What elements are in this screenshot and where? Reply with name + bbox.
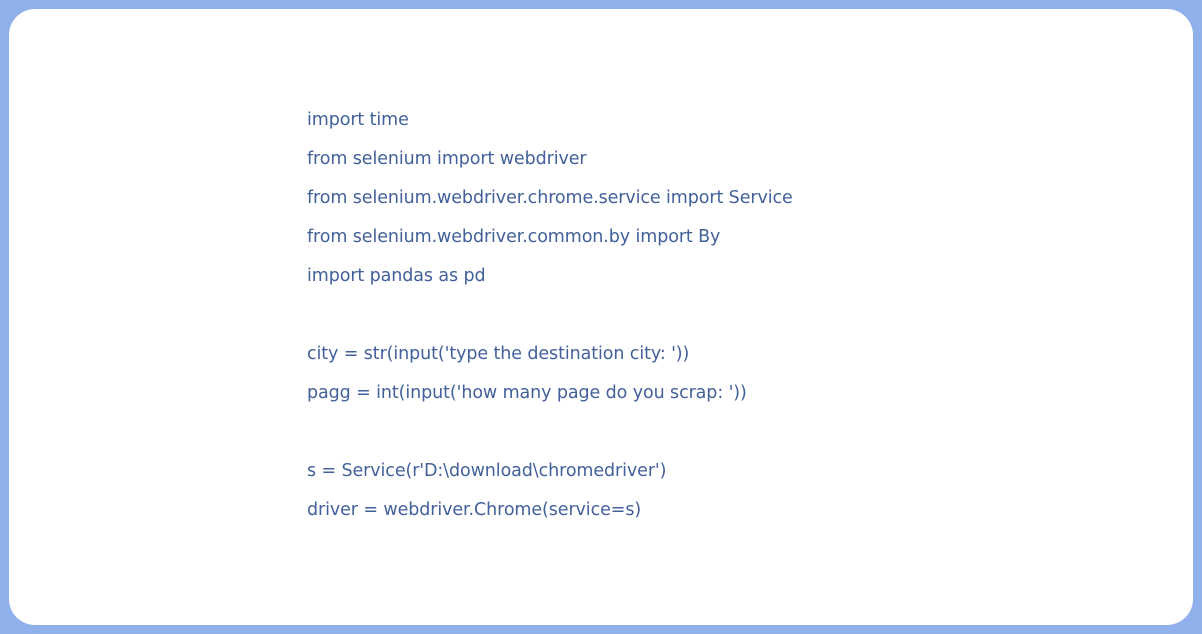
code-line: pagg = int(input('how many page do you s… (307, 383, 747, 403)
code-line: import pandas as pd (307, 266, 486, 286)
code-line: import time (307, 110, 409, 130)
code-line: from selenium.webdriver.common.by import… (307, 227, 721, 247)
code-card: import time from selenium import webdriv… (9, 9, 1193, 625)
code-line: s = Service(r'D:\download\chromedriver') (307, 461, 667, 481)
code-line: from selenium.webdriver.chrome.service i… (307, 188, 793, 208)
code-block: import time from selenium import webdriv… (307, 101, 793, 530)
blank-line (307, 296, 793, 335)
blank-line (307, 413, 793, 452)
code-line: from selenium import webdriver (307, 149, 587, 169)
code-line: city = str(input('type the destination c… (307, 344, 690, 364)
code-line: driver = webdriver.Chrome(service=s) (307, 500, 642, 520)
